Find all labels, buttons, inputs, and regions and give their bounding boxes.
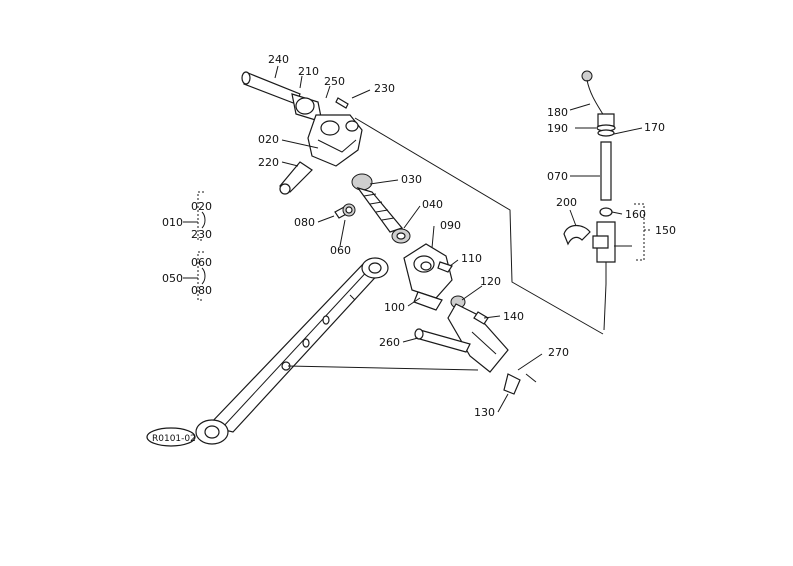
assembly-050-item-1: 060 — [191, 256, 212, 269]
bracket-050 — [197, 251, 204, 301]
callout-190: 190 — [547, 122, 568, 135]
callout-090: 090 — [440, 219, 461, 232]
hand-lever-assembly — [563, 70, 616, 331]
callout-200: 200 — [556, 196, 577, 209]
callout-250: 250 — [324, 75, 345, 88]
callout-260: 260 — [379, 336, 400, 349]
diagram-id: R0101-02 — [152, 434, 196, 444]
callout-030: 030 — [401, 173, 422, 186]
small-parts-060-080 — [334, 203, 356, 219]
center-column — [351, 173, 543, 395]
callout-020: 020 — [258, 133, 279, 146]
assembly-010-label: 010 — [162, 216, 183, 229]
callout-070: 070 — [547, 170, 568, 183]
brace-050 — [201, 267, 206, 285]
assembly-050-label: 050 — [162, 272, 183, 285]
callout-240: 240 — [268, 53, 289, 66]
callout-270: 270 — [548, 346, 569, 359]
callout-160: 160 — [625, 208, 646, 221]
bracket-010 — [197, 191, 204, 241]
callout-120: 120 — [480, 275, 501, 288]
callout-210: 210 — [298, 65, 319, 78]
callout-060: 060 — [330, 244, 351, 257]
assembly-010-item-1: 020 — [191, 200, 212, 213]
callout-150: 150 — [655, 224, 676, 237]
callout-110: 110 — [461, 252, 482, 265]
callout-040: 040 — [422, 198, 443, 211]
callout-labels: 240 210 250 230 020 220 030 040 080 060 … — [152, 53, 676, 444]
callout-130: 130 — [474, 406, 495, 419]
bracket-150 — [634, 203, 652, 261]
assembly-050-item-2: 080 — [191, 284, 212, 297]
assembly-010-item-2: 230 — [191, 228, 212, 241]
diagram-id-oval — [146, 427, 196, 447]
callout-220: 220 — [258, 156, 279, 169]
leader-lines — [274, 65, 643, 413]
callout-230: 230 — [374, 82, 395, 95]
lift-arm — [195, 257, 389, 445]
callout-140: 140 — [503, 310, 524, 323]
callout-080: 080 — [294, 216, 315, 229]
upper-bracket-assembly — [241, 71, 363, 195]
callout-100: 100 — [384, 301, 405, 314]
brace-010 — [201, 211, 206, 229]
callout-170: 170 — [644, 121, 665, 134]
callout-180: 180 — [547, 106, 568, 119]
